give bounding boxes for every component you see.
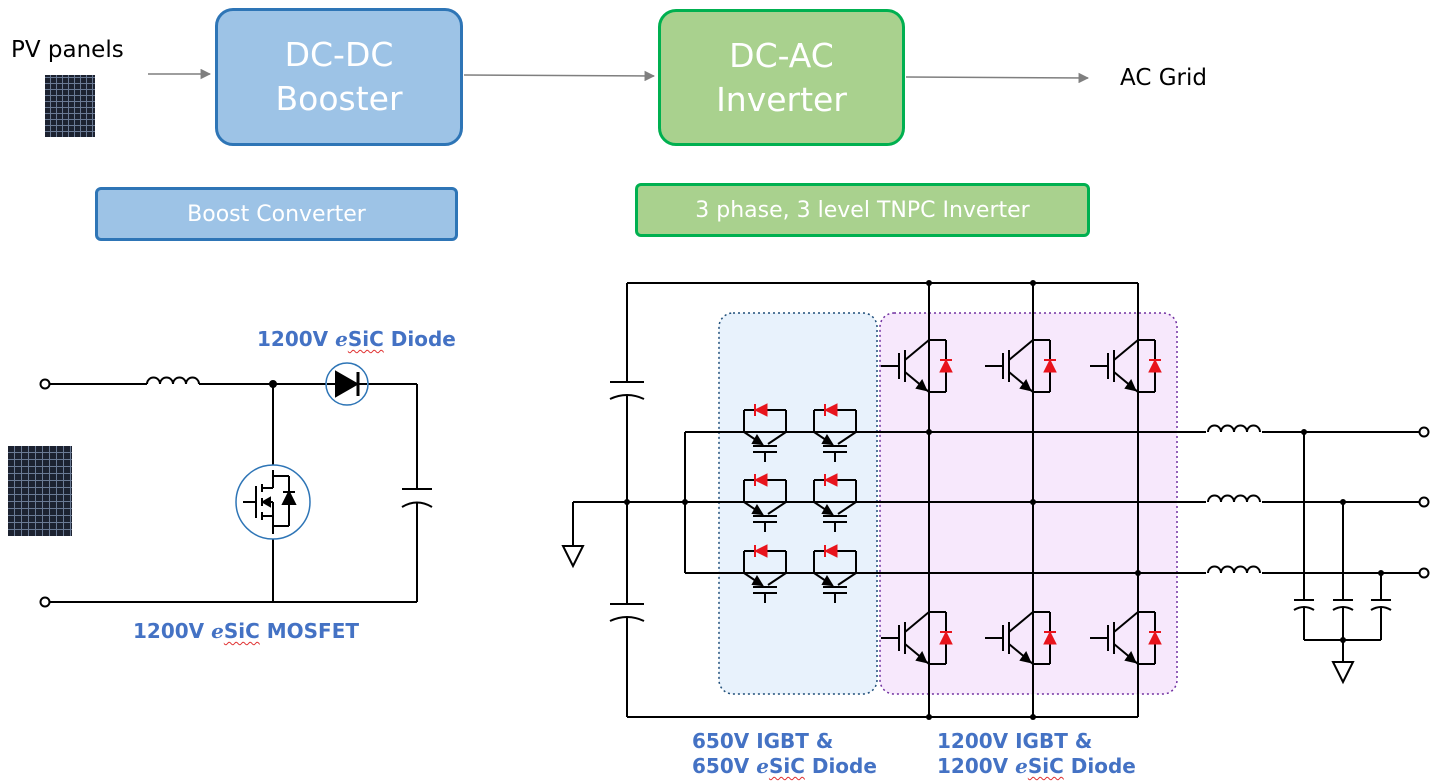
junction-dot-12 [1340, 637, 1346, 643]
vertical-igbt-3 [985, 611, 1057, 665]
ac-filter-inductors [1206, 422, 1262, 574]
middle-igbt-2 [743, 473, 787, 532]
vertical-igbt-1 [881, 611, 953, 665]
arrow-booster-to-inverter [463, 70, 656, 82]
middle-igbt-5 [813, 544, 857, 603]
ac-output-terminals [1418, 426, 1430, 579]
tnpc-wiring [561, 282, 1424, 718]
boost-wiring [39, 376, 433, 608]
wire-gap-2 [1206, 563, 1262, 574]
dc-ground-symbol [561, 545, 585, 569]
boost-solar-panel-icon [8, 446, 72, 536]
junction-dot-10 [1340, 499, 1346, 505]
ac-inductor-3 [1207, 565, 1261, 574]
junction-dot-8 [1030, 714, 1036, 720]
vertical-igbt-2 [985, 339, 1057, 393]
boost-input-terminal-top [39, 378, 51, 390]
tnpc-inverter-tag: 3 phase, 3 level TNPC Inverter [635, 183, 1090, 237]
wire-gap-1 [1206, 492, 1262, 503]
right-switch-region [879, 312, 1178, 695]
ac-terminal-3 [1418, 567, 1430, 579]
arrow-inverter-to-grid [905, 72, 1090, 84]
vertical-igbt-0 [881, 339, 953, 393]
junction-dot-11 [1378, 570, 1384, 576]
junction-dot-4 [926, 429, 932, 435]
dc-dc-booster-block: DC-DC Booster [215, 8, 463, 146]
middle-igbt-1 [813, 403, 857, 462]
junction-dot-6 [1135, 570, 1141, 576]
boost-diode-label: 1200V eSiC Diode [257, 327, 456, 351]
booster-line2: Booster [275, 79, 403, 118]
boost-sic-mosfet [235, 464, 311, 540]
solar-panel-icon [45, 75, 95, 137]
ac-terminal-2 [1418, 496, 1430, 508]
inverter-line2: Inverter [716, 79, 847, 119]
ac-terminal-1 [1418, 426, 1430, 438]
boost-input-terminal-bottom [39, 596, 51, 608]
boost-mosfet-label: 1200V eSiC MOSFET [133, 619, 360, 643]
junction-dot-9 [1301, 429, 1307, 435]
boost-inductor [146, 376, 200, 385]
boost-cap-plate-bottom [401, 501, 433, 508]
junction-dot-7 [926, 714, 932, 720]
middle-igbt-0 [743, 403, 787, 462]
junction-dot-3 [1030, 280, 1036, 286]
boost-converter-tag: Boost Converter [95, 187, 458, 241]
inverter-line1: DC-AC [729, 35, 834, 75]
ac-inductor-2 [1207, 494, 1261, 503]
wire-gap-0 [1206, 422, 1262, 433]
top-flow-arrows [148, 68, 1090, 84]
middle-igbt-4 [743, 544, 787, 603]
wire-junctions [624, 280, 1384, 720]
left-group-label: 650V IGBT & 650V eSiC Diode [692, 729, 877, 778]
ac-ground-symbol [1331, 661, 1355, 685]
junction-dot-5 [1030, 499, 1036, 505]
dc-cap2-plate-bottom [609, 616, 645, 622]
booster-line1: DC-DC [284, 35, 394, 74]
right-group-label: 1200V IGBT & 1200V eSiC Diode [937, 729, 1136, 778]
vertical-igbt-4 [1090, 339, 1162, 393]
ac-inductor-1 [1207, 424, 1261, 433]
middle-igbt-3 [813, 473, 857, 532]
junction-dot-1 [682, 499, 688, 505]
vertical-igbt-5 [1090, 611, 1162, 665]
pv-panels-label: PV panels [11, 37, 124, 63]
tnpc-igbt-switches [743, 339, 1162, 665]
boost-sic-diode [325, 362, 369, 406]
dc-cap1-plate-bottom [609, 394, 645, 400]
ac-grid-label: AC Grid [1120, 65, 1207, 91]
junction-dot-2 [926, 280, 932, 286]
junction-dot-0 [624, 499, 630, 505]
